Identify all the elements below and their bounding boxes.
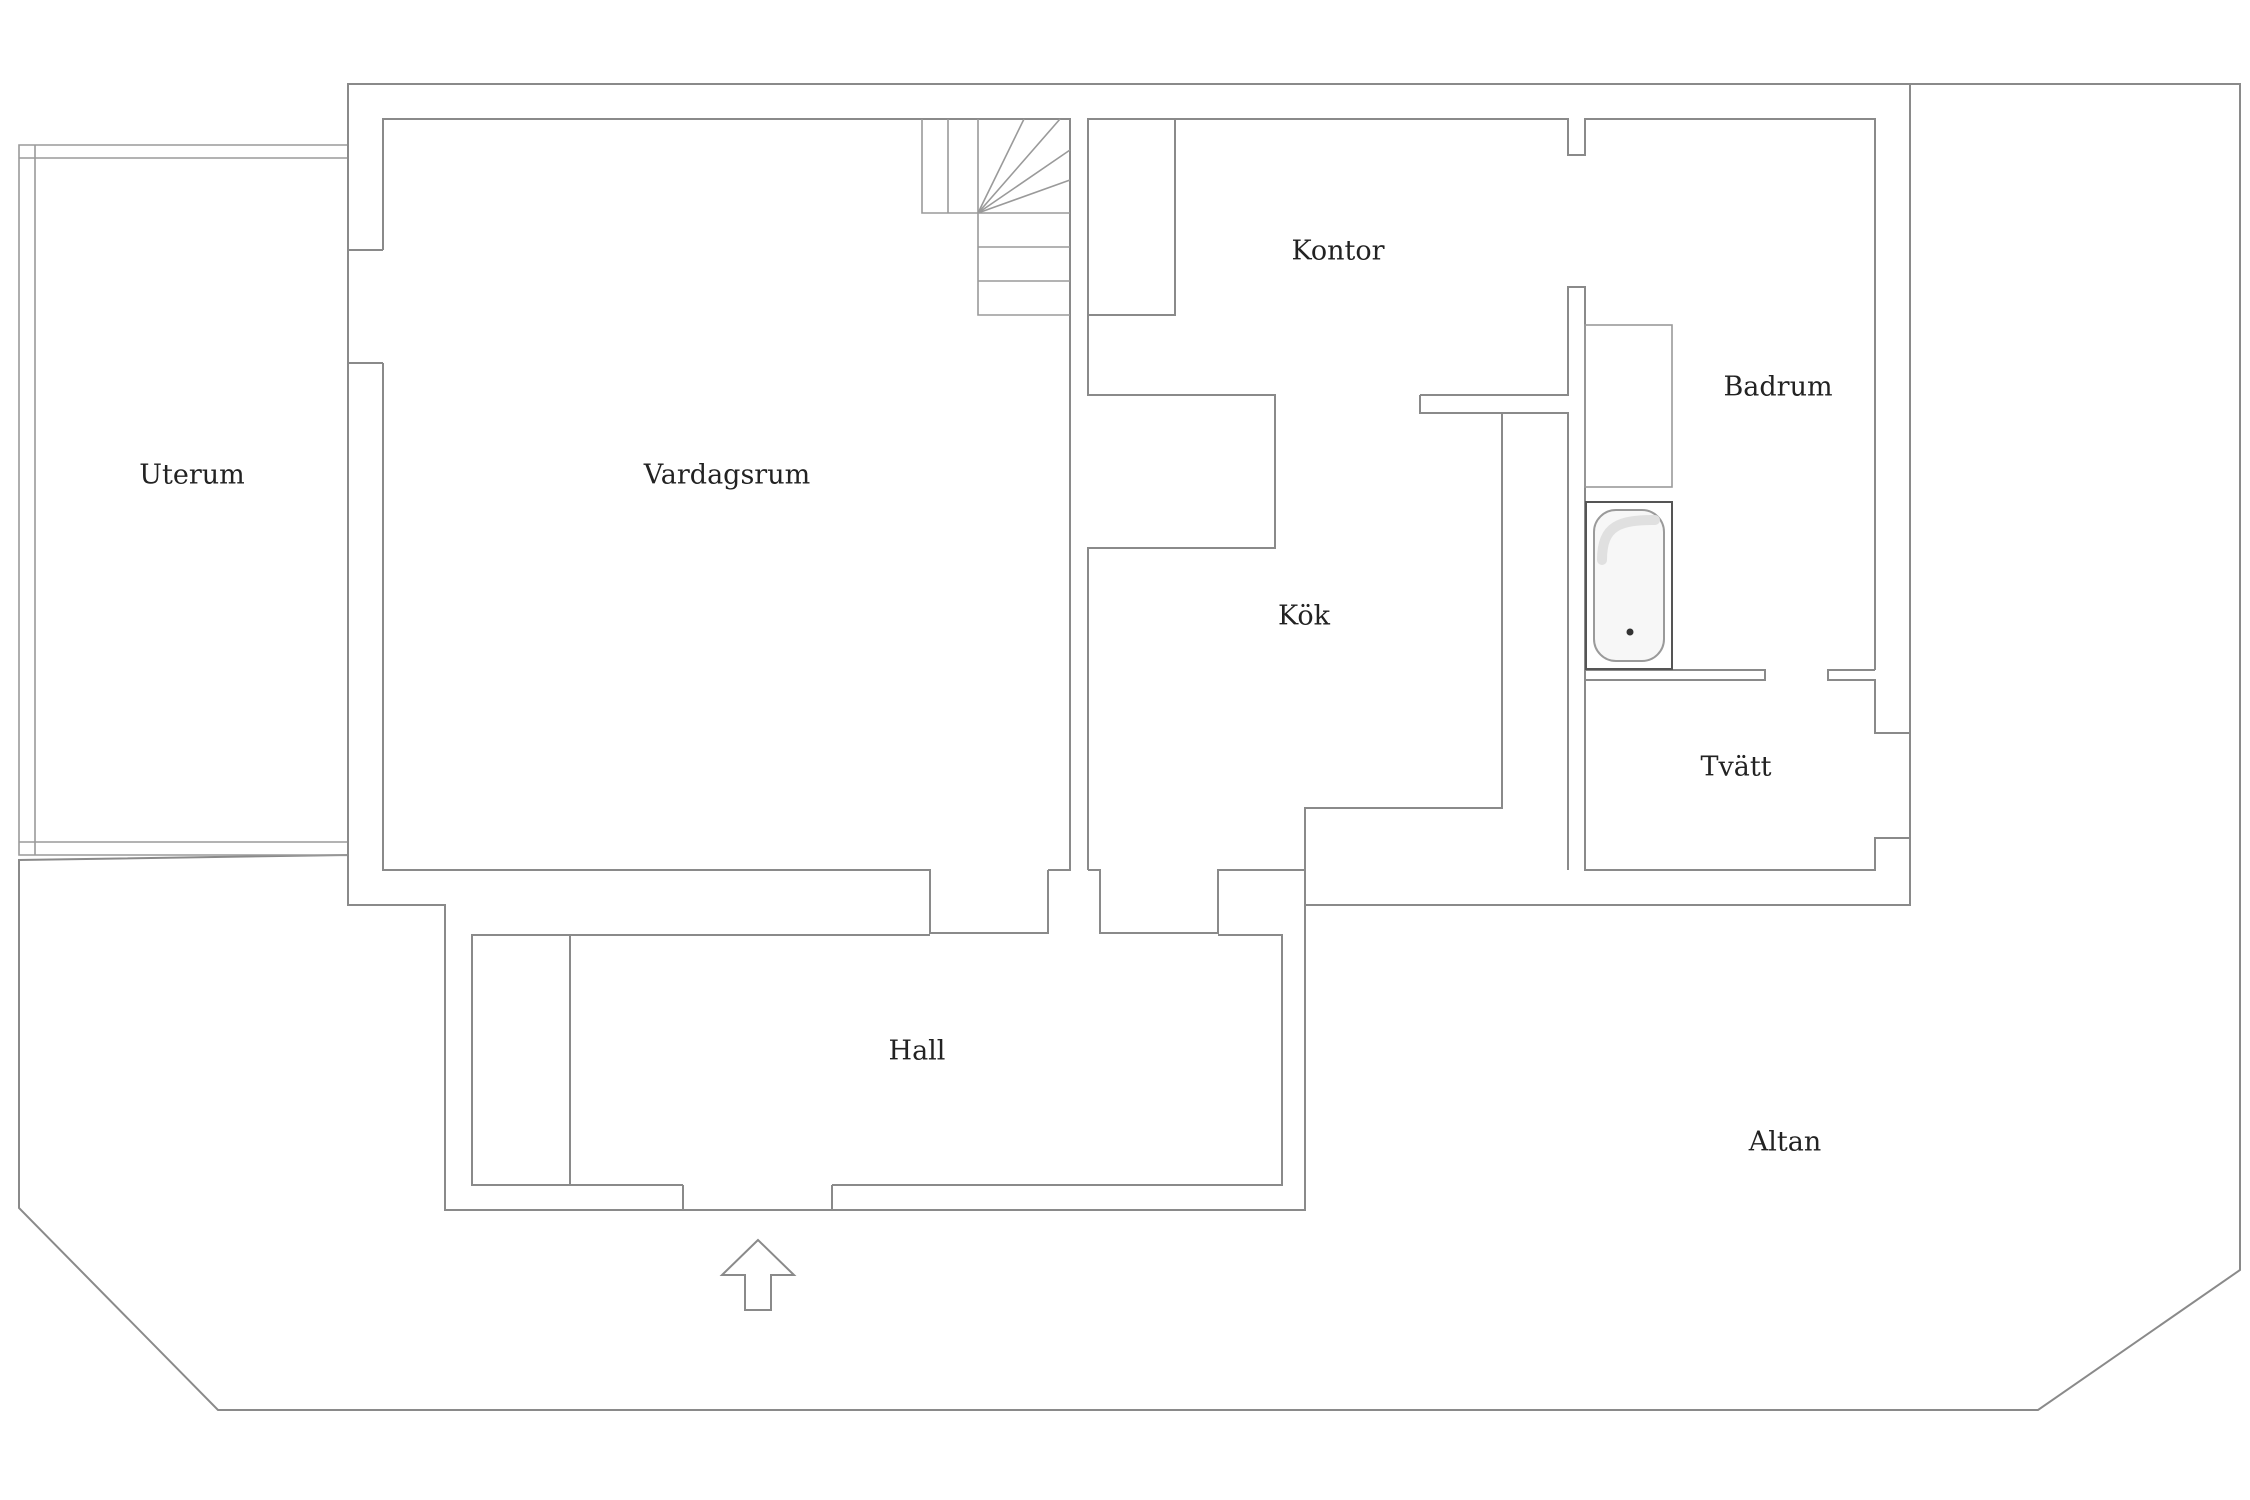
- room-label-kontor: Kontor: [1291, 236, 1384, 267]
- room-label-kok: Kök: [1278, 601, 1331, 632]
- bathtub-icon: [1585, 501, 1673, 670]
- vardagsrum-walls: [348, 118, 1071, 934]
- room-label-vardagsrum: Vardagsrum: [643, 460, 810, 491]
- entrance-arrow-icon: [719, 1238, 797, 1311]
- kontor-kok-walls: [1087, 118, 1876, 934]
- house-outer-wall: [347, 83, 1911, 1211]
- altan-outline: [18, 83, 2241, 1411]
- room-label-uterum: Uterum: [139, 460, 244, 491]
- uterum-walls: [18, 144, 348, 856]
- room-label-hall: Hall: [889, 1036, 946, 1067]
- room-label-altan: Altan: [1748, 1127, 1821, 1158]
- staircase-icon: [921, 118, 1071, 316]
- room-label-badrum: Badrum: [1723, 372, 1832, 403]
- room-label-tvatt: Tvätt: [1700, 752, 1771, 783]
- badrum-tvatt-walls: [1584, 324, 1910, 871]
- hall-walls: [471, 934, 1283, 1210]
